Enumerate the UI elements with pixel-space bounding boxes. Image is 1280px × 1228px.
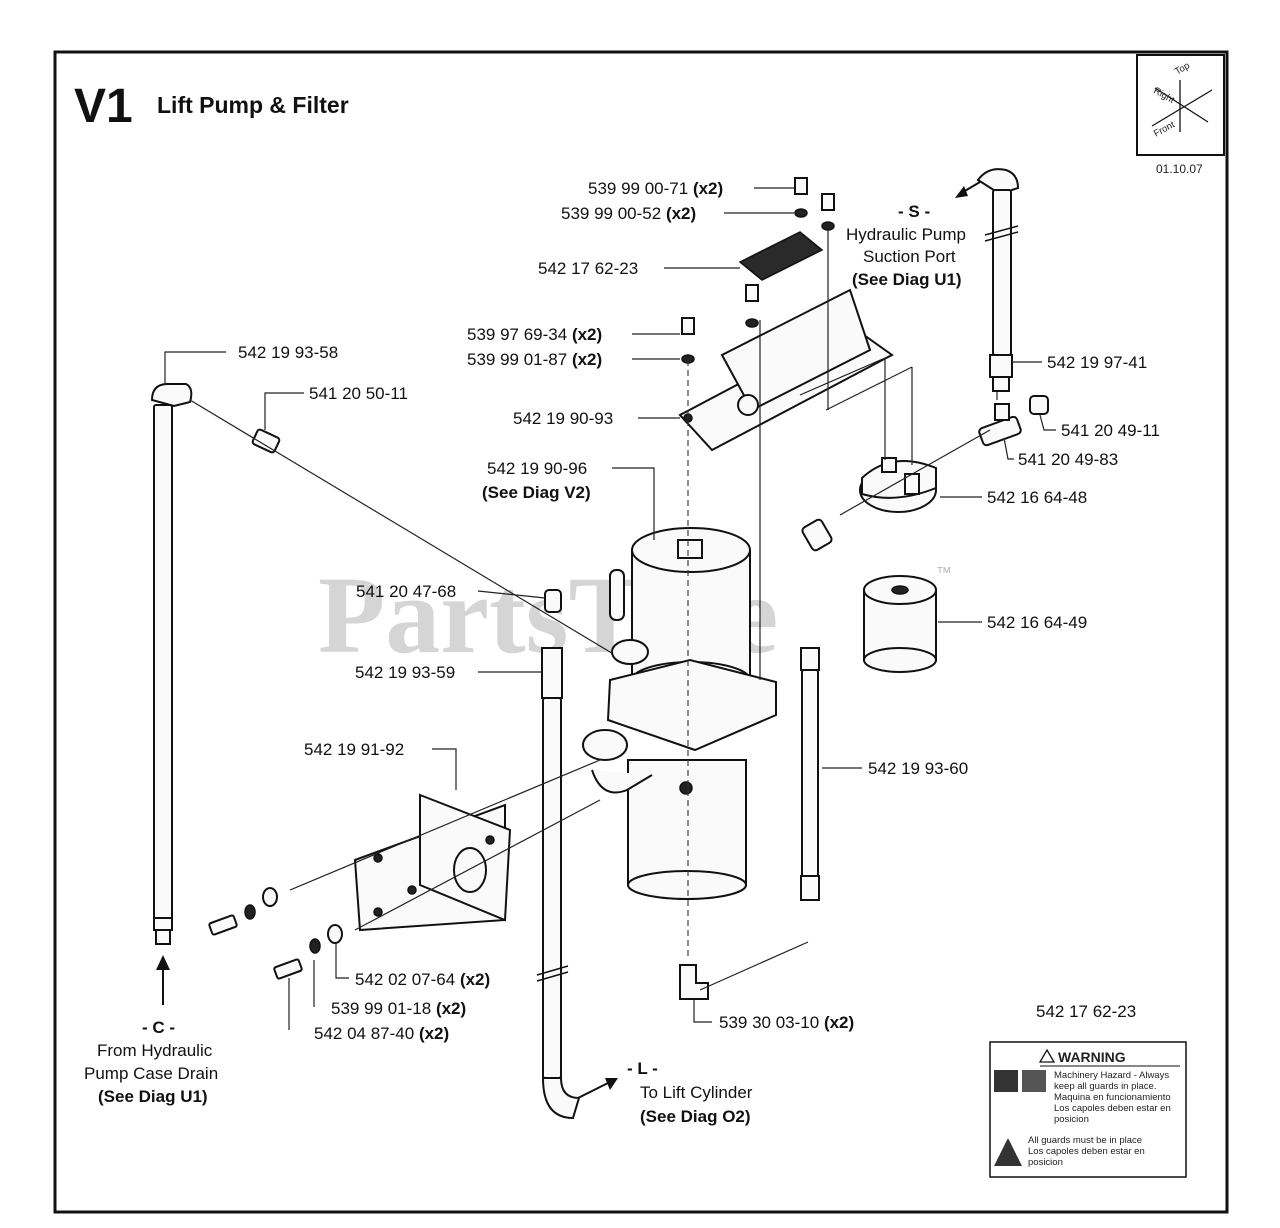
label-539-97-69-34: 539 97 69-34 (x2) xyxy=(467,325,602,344)
warning-decal: WARNING Machinery Hazard - Always keep a… xyxy=(989,1041,1187,1178)
svg-text:To Lift Cylinder: To Lift Cylinder xyxy=(640,1083,753,1102)
svg-text:All guards must be in place: All guards must be in place xyxy=(1028,1135,1142,1146)
svg-text:Hydraulic Pump: Hydraulic Pump xyxy=(846,225,966,244)
svg-text:From Hydraulic: From Hydraulic xyxy=(97,1041,213,1060)
label-542-19-90-96: 542 19 90-96 xyxy=(487,459,587,478)
label-539-99-01-18: 539 99 01-18 (x2) xyxy=(331,999,466,1018)
label-542-16-64-48: 542 16 64-48 xyxy=(987,488,1087,507)
svg-text:(See Diag O2): (See Diag O2) xyxy=(640,1107,751,1126)
watermark-tm: ™ xyxy=(936,565,952,582)
diagram-date: 01.10.07 xyxy=(1156,162,1203,176)
orientation-compass: Top Right Front xyxy=(1136,54,1225,156)
note-see-diag-v2: (See Diag V2) xyxy=(482,483,591,502)
svg-text:(See Diag U1): (See Diag U1) xyxy=(98,1087,208,1106)
label-541-20-50-11: 541 20 50-11 xyxy=(309,384,408,403)
svg-text:- S -: - S - xyxy=(898,202,930,221)
label-542-19-90-93: 542 19 90-93 xyxy=(513,409,613,428)
mount-bracket-542-19-91-92 xyxy=(353,793,512,932)
label-541-20-47-68: 541 20 47-68 xyxy=(356,582,456,601)
label-542-19-97-41: 542 19 97-41 xyxy=(1047,353,1147,372)
svg-text:Los capoles deben estar en: Los capoles deben estar en xyxy=(1028,1146,1145,1157)
top-screws xyxy=(681,177,835,364)
label-542-16-64-49: 542 16 64-49 xyxy=(987,613,1087,632)
label-542-04-87-40: 542 04 87-40 (x2) xyxy=(314,1024,449,1043)
diagram-frame xyxy=(53,50,1229,1214)
tee-fitting xyxy=(978,395,1049,447)
label-542-17-62-23: 542 17 62-23 xyxy=(538,259,638,278)
svg-text:- L -: - L - xyxy=(627,1059,658,1078)
label-539-99-00-71: 539 99 00-71 (x2) xyxy=(588,179,723,198)
elbow-539-30-03-10 xyxy=(679,964,709,1000)
filter-head-542-16-64-48 xyxy=(801,457,937,552)
callout-suction-port: - S - Hydraulic Pump Suction Port (See D… xyxy=(846,202,966,289)
label-539-30-03-10: 539 30 03-10 (x2) xyxy=(719,1013,854,1032)
diagram-title: Lift Pump & Filter xyxy=(157,92,349,118)
svg-text:- C -: - C - xyxy=(142,1018,175,1037)
svg-text:keep all guards in place.: keep all guards in place. xyxy=(1054,1081,1156,1092)
svg-text:posicion: posicion xyxy=(1028,1157,1063,1168)
callout-case-drain: - C - From Hydraulic Pump Case Drain (Se… xyxy=(84,1018,218,1106)
callout-lift-cylinder: - L - To Lift Cylinder (See Diag O2) xyxy=(627,1059,753,1126)
label-542-19-93-60: 542 19 93-60 xyxy=(868,759,968,778)
bolts-washers xyxy=(208,887,343,980)
filter-542-16-64-49 xyxy=(863,575,937,673)
pump-motor-542-19-90-96 xyxy=(582,527,777,900)
fitting-541-20-50-11 xyxy=(251,428,281,454)
label-542-02-07-64: 542 02 07-64 (x2) xyxy=(355,970,490,989)
label-541-20-49-83: 541 20 49-83 xyxy=(1018,450,1118,469)
arrow-c xyxy=(156,955,170,1005)
svg-text:posicion: posicion xyxy=(1054,1114,1089,1125)
hose-542-19-97-41 xyxy=(976,168,1020,392)
svg-text:Los capoles deben estar en: Los capoles deben estar en xyxy=(1054,1103,1171,1114)
svg-text:Machinery Hazard - Always: Machinery Hazard - Always xyxy=(1054,1070,1169,1081)
arrow-s xyxy=(955,181,981,198)
diagram-code: V1 xyxy=(74,80,133,133)
decal-hatched xyxy=(738,231,824,281)
svg-text:Suction Port: Suction Port xyxy=(863,247,956,266)
label-542-19-93-58: 542 19 93-58 xyxy=(238,343,338,362)
svg-text:Pump Case Drain: Pump Case Drain xyxy=(84,1064,218,1083)
label-539-99-01-87: 539 99 01-87 (x2) xyxy=(467,350,602,369)
decal-part-number: 542 17 62-23 xyxy=(1036,1002,1136,1021)
label-542-19-93-59: 542 19 93-59 xyxy=(355,663,455,682)
hose-542-19-93-58 xyxy=(150,383,193,945)
arrow-l xyxy=(577,1078,618,1099)
label-539-99-00-52: 539 99 00-52 (x2) xyxy=(561,204,696,223)
svg-text:(See Diag U1): (See Diag U1) xyxy=(852,270,962,289)
hose-542-19-93-59 xyxy=(536,589,581,1120)
hose-542-19-93-60 xyxy=(800,647,820,901)
svg-text:Maquina en funcionamiento: Maquina en funcionamiento xyxy=(1054,1092,1171,1103)
label-542-19-91-92: 542 19 91-92 xyxy=(304,740,404,759)
bracket-542-19-90-93 xyxy=(678,288,894,452)
svg-text:WARNING: WARNING xyxy=(1058,1049,1126,1065)
label-541-20-49-11: 541 20 49-11 xyxy=(1061,421,1160,440)
